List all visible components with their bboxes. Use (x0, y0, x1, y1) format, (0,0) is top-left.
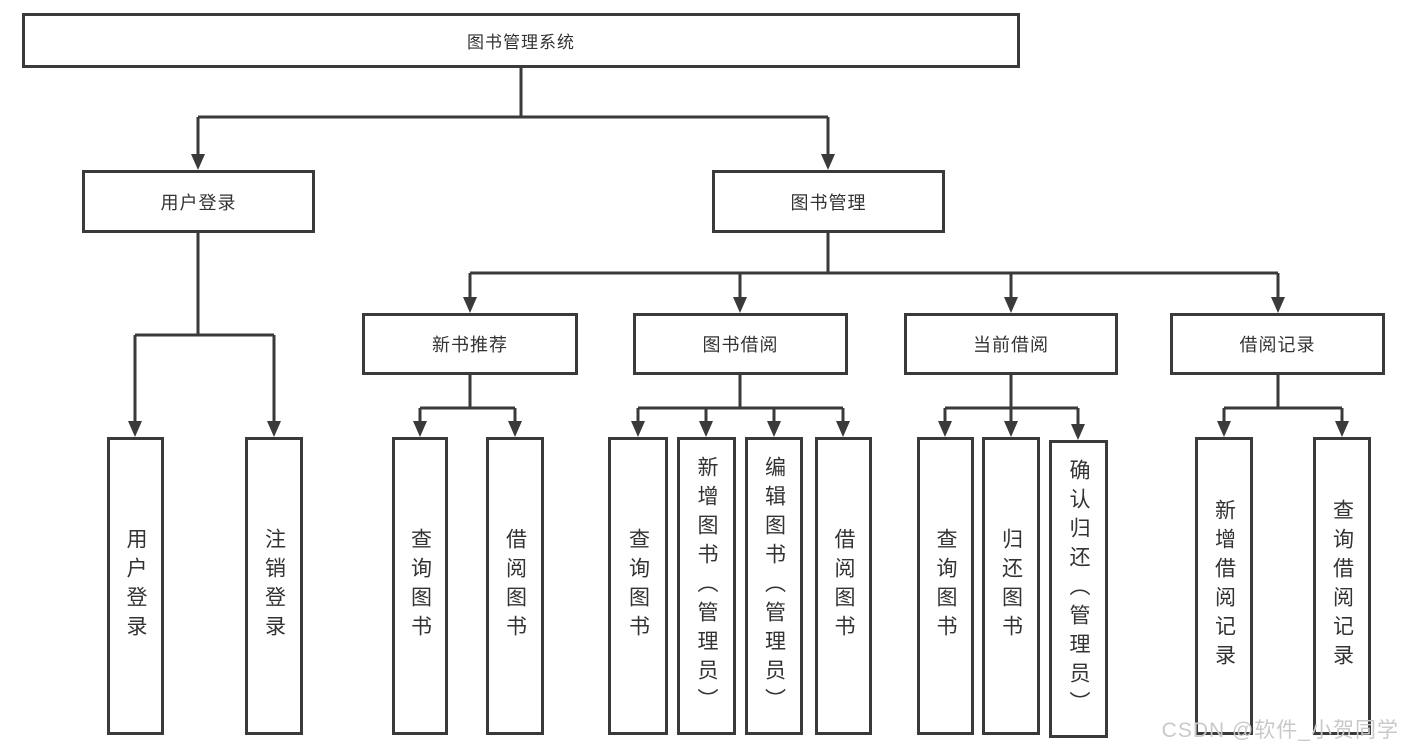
leaf-borrow-book: 借阅图书 (486, 437, 544, 735)
csdn-watermark: CSDN @软件_小贺同学 (1161, 719, 1399, 742)
leaf-edit-book-admin: 编辑图书（管理员） (745, 437, 803, 735)
leaf-logout: 注销登录 (245, 437, 303, 735)
node-label: 归还图书 (999, 528, 1023, 644)
node-book-management: 图书管理 (712, 170, 945, 233)
leaf-return-book: 归还图书 (982, 437, 1040, 735)
node-label: 用户登录 (124, 528, 147, 644)
node-library-management-system: 图书管理系统 (22, 13, 1020, 68)
leaf-confirm-return-admin: 确认归还（管理员） (1049, 440, 1108, 738)
node-label: 新书推荐 (432, 335, 508, 355)
leaf-add-borrow-record: 新增借阅记录 (1195, 437, 1253, 735)
node-label: 图书管理 (790, 192, 867, 213)
node-label: 借阅图书 (503, 528, 527, 644)
node-label: 借阅图书 (832, 528, 855, 644)
node-label: 新增借阅记录 (1212, 499, 1236, 673)
leaf-query-borrow-record: 查询借阅记录 (1313, 437, 1371, 735)
node-label: 查询借阅记录 (1330, 499, 1354, 673)
leaf-query-book: 查询图书 (608, 437, 668, 735)
node-label: 当前借阅 (973, 335, 1049, 355)
node-book-borrow: 图书借阅 (633, 313, 848, 375)
node-label: 借阅记录 (1239, 335, 1316, 355)
node-label: 查询图书 (626, 528, 650, 644)
node-label: 图书借阅 (702, 335, 779, 355)
node-label: 查询图书 (934, 528, 957, 644)
leaf-user-login: 用户登录 (107, 437, 164, 735)
leaf-query-book: 查询图书 (392, 437, 448, 735)
node-label: 用户登录 (160, 192, 237, 213)
node-new-book-recommend: 新书推荐 (362, 313, 578, 375)
node-label: 注销登录 (262, 528, 286, 644)
node-label: 图书管理系统 (467, 33, 575, 52)
node-user-login: 用户登录 (82, 170, 315, 233)
node-current-borrow: 当前借阅 (904, 313, 1118, 375)
node-label: 确认归还（管理员） (1067, 458, 1090, 720)
node-borrow-record: 借阅记录 (1170, 313, 1385, 375)
node-label: 新增图书（管理员） (695, 455, 718, 717)
leaf-add-book-admin: 新增图书（管理员） (677, 437, 736, 735)
node-label: 查询图书 (408, 528, 432, 644)
leaf-query-book: 查询图书 (917, 437, 974, 735)
leaf-borrow-book: 借阅图书 (815, 437, 872, 735)
node-label: 编辑图书（管理员） (762, 455, 786, 717)
